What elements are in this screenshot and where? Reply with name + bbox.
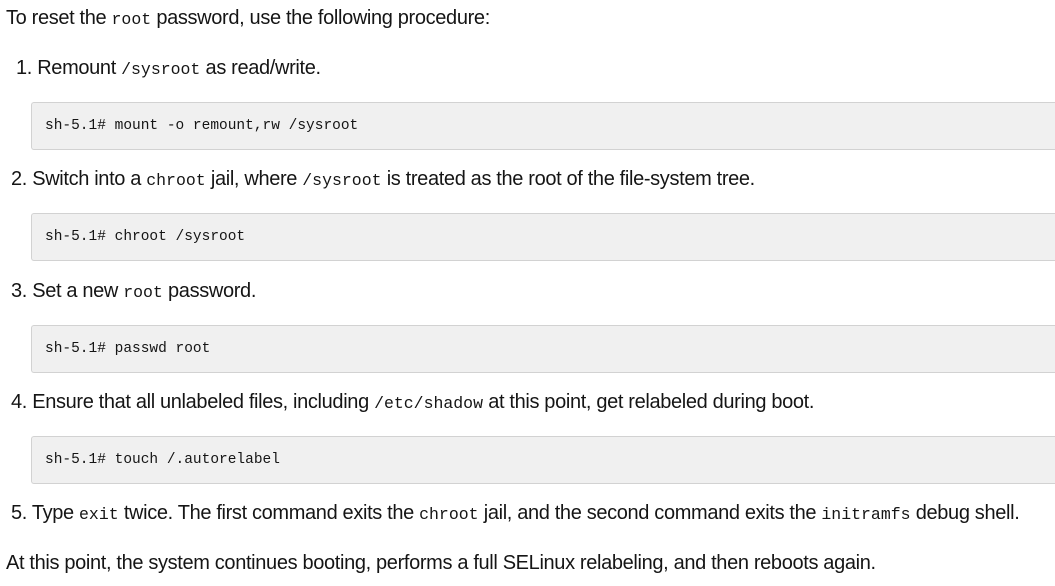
step-5-after: debug shell. — [910, 502, 1020, 524]
step-5-code-exit: exit — [79, 505, 119, 524]
step-1-before: Remount — [37, 57, 122, 79]
step-2-code-chroot: chroot — [146, 171, 206, 190]
step-4-number: 4. — [11, 391, 27, 413]
step-5-code-initramfs: initramfs — [821, 505, 911, 524]
step-2-command[interactable]: sh-5.1# chroot /sysroot — [45, 229, 246, 245]
intro-text-before: To reset the — [6, 7, 112, 29]
step-4-code: /etc/shadow — [374, 394, 483, 413]
step-2-text: 2. Switch into a chroot jail, where /sys… — [11, 167, 755, 193]
step-3-command[interactable]: sh-5.1# passwd root — [45, 341, 211, 357]
step-5-text: 5. Type exit twice. The first command ex… — [11, 501, 1020, 527]
step-5-number: 5. — [11, 502, 27, 524]
step-1-number: 1. — [16, 57, 32, 79]
step-4-after: at this point, get relabeled during boot… — [482, 391, 815, 413]
step-1-command[interactable]: sh-5.1# mount -o remount,rw /sysroot — [45, 118, 359, 134]
intro-code-root: root — [111, 10, 152, 29]
step-3-code: root — [123, 283, 163, 302]
step-4-text: 4. Ensure that all unlabeled files, incl… — [11, 390, 814, 416]
step-3-before: Set a new — [32, 280, 124, 302]
step-4-before: Ensure that all unlabeled files, includi… — [32, 391, 375, 413]
step-3-text: 3. Set a new root password. — [11, 279, 256, 305]
step-3-after: password. — [162, 280, 257, 302]
step-5-middle: twice. The first command exits the — [118, 502, 420, 524]
outro-paragraph: At this point, the system continues boot… — [6, 552, 876, 574]
intro-paragraph: To reset the root password, use the foll… — [6, 6, 490, 32]
step-2-middle: jail, where — [205, 168, 303, 190]
step-4-command[interactable]: sh-5.1# touch /.autorelabel — [45, 452, 280, 468]
step-3-code-block[interactable]: sh-5.1# passwd root — [31, 325, 1055, 373]
step-5-code-chroot: chroot — [419, 505, 479, 524]
step-1-text: 1. Remount /sysroot as read/write. — [16, 56, 321, 82]
step-3-number: 3. — [11, 280, 27, 302]
step-1-after: as read/write. — [200, 57, 322, 79]
step-5-before: Type — [31, 502, 80, 524]
intro-text-after: password, use the following procedure: — [151, 7, 490, 29]
step-1-code: /sysroot — [121, 60, 201, 79]
step-2-code-block[interactable]: sh-5.1# chroot /sysroot — [31, 213, 1055, 261]
step-4-code-block[interactable]: sh-5.1# touch /.autorelabel — [31, 436, 1055, 484]
step-1-code-block[interactable]: sh-5.1# mount -o remount,rw /sysroot — [31, 102, 1055, 150]
step-2-before: Switch into a — [32, 168, 147, 190]
step-2-number: 2. — [11, 168, 27, 190]
step-2-code-sysroot: /sysroot — [302, 171, 382, 190]
step-5-middle2: jail, and the second command exits the — [478, 502, 822, 524]
step-2-after: is treated as the root of the file-syste… — [381, 168, 756, 190]
